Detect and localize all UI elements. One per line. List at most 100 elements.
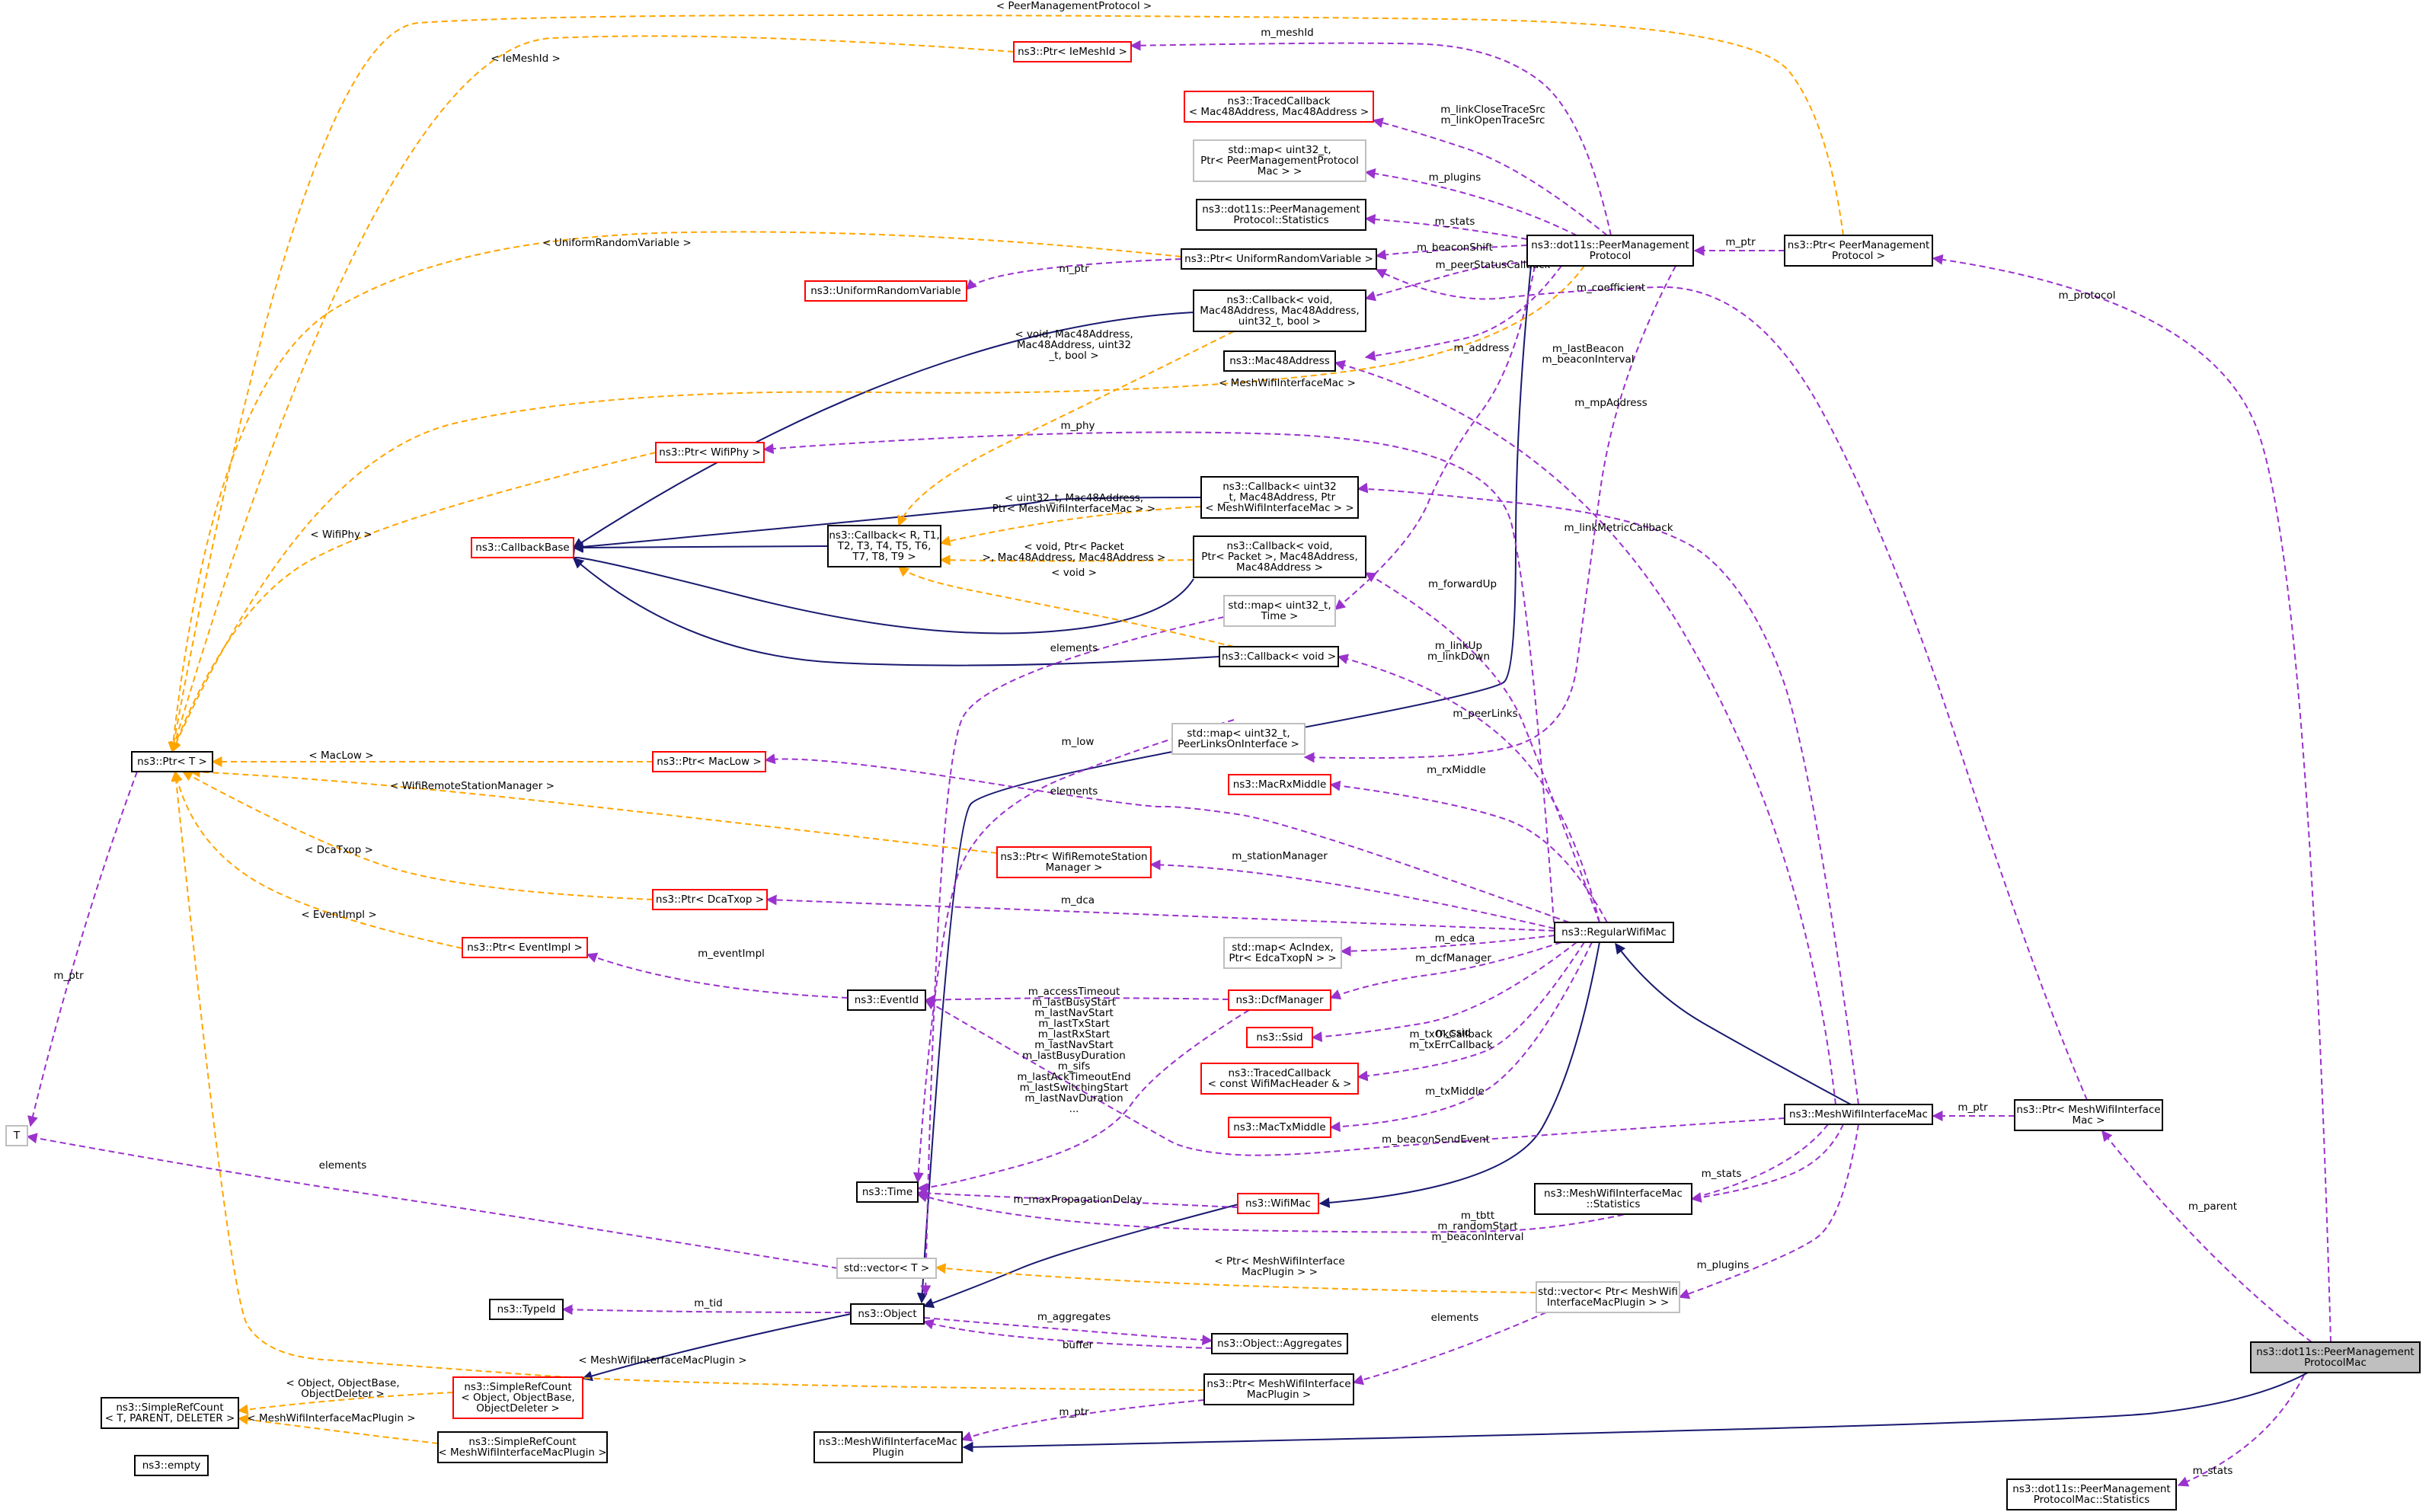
node-ptr-dcatxop[interactable]: ns3::Ptr< DcaTxop > <box>652 889 768 910</box>
node-box <box>804 280 967 302</box>
edge-labels-layer: m_statsm_parentm_protocolm_ptrm_ptrm_sta… <box>53 0 2237 1477</box>
node-empty[interactable]: ns3::empty <box>134 1455 209 1476</box>
node-traced-wifi[interactable]: ns3::TracedCallback< const WifiMacHeader… <box>1200 1063 1359 1095</box>
node-label-line: std::map< uint32_t, <box>1228 599 1331 612</box>
node-label-line: T2, T3, T4, T5, T6, <box>837 540 932 552</box>
template-edge <box>168 14 1844 753</box>
edge-label-line: < void, Mac48Address, <box>1015 328 1133 340</box>
template-edge <box>172 770 463 949</box>
node-map-plugins[interactable]: std::map< uint32_t,Ptr< PeerManagementPr… <box>1193 139 1366 182</box>
edge-label-line: m_meshId <box>1261 27 1314 39</box>
node-cbbase[interactable]: ns3::CallbackBase <box>471 537 574 558</box>
node-typeid[interactable]: ns3::TypeId <box>489 1299 564 1320</box>
node-label-line: Mac > <box>2073 1114 2105 1127</box>
usage-edge <box>1364 572 1600 923</box>
node-vecT[interactable]: std::vector< T > <box>836 1258 937 1279</box>
node-ptr-wifiphy[interactable]: ns3::Ptr< WifiPhy > <box>655 442 765 463</box>
edge-label: m_ptr <box>1725 236 1756 248</box>
node-ssid[interactable]: ns3::Ssid <box>1246 1027 1313 1048</box>
usage-edge <box>1329 941 1593 1133</box>
node-src-T[interactable]: ns3::SimpleRefCount< T, PARENT, DELETER … <box>101 1397 239 1429</box>
node-ptr-iemeshid[interactable]: ns3::Ptr< IeMeshId > <box>1013 41 1132 62</box>
node-label-line: ns3::Ptr< IeMeshId > <box>1018 46 1127 58</box>
node-cb-uint32[interactable]: ns3::Callback< uint32_t, Mac48Address, P… <box>1200 476 1359 519</box>
template-edge <box>897 331 1235 527</box>
usage-edge <box>916 1188 1238 1208</box>
edge-label-line: m_randomStart <box>1437 1220 1517 1232</box>
node-rwm[interactable]: ns3::RegularWifiMac <box>1554 922 1674 943</box>
node-traced-mac48[interactable]: ns3::TracedCallback< Mac48Address, Mac48… <box>1184 91 1374 123</box>
node-cb-void[interactable]: ns3::Callback< void > <box>1219 646 1339 667</box>
template-edge <box>897 566 1235 647</box>
edge-label-line: m_ptr <box>53 970 84 982</box>
edge-label-line: m_lastBeacon <box>1552 343 1624 355</box>
node-label: ns3::DcfManager <box>1235 994 1323 1006</box>
node-macrxmiddle[interactable]: ns3::MacRxMiddle <box>1228 774 1331 795</box>
node-uniform[interactable]: ns3::UniformRandomVariable <box>804 280 967 302</box>
node-mwim-stats[interactable]: ns3::MeshWifiInterfaceMac::Statistics <box>1534 1183 1692 1215</box>
node-label-line: < Mac48Address, Mac48Address > <box>1189 106 1369 118</box>
node-src-plugin[interactable]: ns3::SimpleRefCount< MeshWifiInterfaceMa… <box>437 1431 608 1463</box>
edge-label-line: < DcaTxop > <box>305 844 373 856</box>
edge-label: m_ptr <box>1059 1406 1089 1418</box>
edge-label: < uint32_t, Mac48Address,Ptr< MeshWifiIn… <box>992 492 1155 515</box>
node-label-line: < T, PARENT, DELETER > <box>105 1412 235 1424</box>
node-cb-void-mac[interactable]: ns3::Callback< void,Mac48Address, Mac48A… <box>1193 289 1366 332</box>
node-mactxmiddle[interactable]: ns3::MacTxMiddle <box>1228 1117 1331 1138</box>
node-box <box>1246 1027 1313 1048</box>
node-ptrT[interactable]: ns3::Ptr< T > <box>131 751 213 772</box>
usage-edge <box>764 753 1570 923</box>
node-cbR[interactable]: ns3::Callback< R, T1,T2, T3, T4, T5, T6,… <box>827 525 941 567</box>
edge-label-line: < MacLow > <box>308 750 373 762</box>
node-time[interactable]: ns3::Time <box>856 1181 919 1203</box>
node-box <box>1534 1183 1692 1215</box>
edge-label-line: elements <box>1050 642 1098 654</box>
edge-label: m_aggregates <box>1037 1311 1111 1323</box>
edge-label-line: m_stats <box>1435 216 1475 228</box>
node-label-line: ns3::TypeId <box>497 1303 556 1315</box>
edge-label-line: < IeMeshId > <box>491 53 561 65</box>
node-label: ns3::Callback< void > <box>1222 651 1336 663</box>
node-ptr-macLow[interactable]: ns3::Ptr< MacLow > <box>652 751 766 772</box>
edge-label: m_address <box>1454 342 1510 354</box>
edge-label-line: m_linkMetricCallback <box>1564 522 1673 534</box>
node-aggregates[interactable]: ns3::Object::Aggregates <box>1211 1333 1348 1354</box>
node-eventid[interactable]: ns3::EventId <box>847 989 926 1011</box>
node-map-peerlinks[interactable]: std::map< uint32_t,PeerLinksOnInterface … <box>1171 723 1306 755</box>
edge-label: elements <box>1050 642 1098 654</box>
node-cb-void-pkt[interactable]: ns3::Callback< void,Ptr< Packet >, Mac48… <box>1193 535 1366 578</box>
node-wifimac[interactable]: ns3::WifiMac <box>1237 1193 1319 1214</box>
inherit-edge <box>572 558 1220 666</box>
node-label-line: Mac48Address, Mac48Address, <box>1200 305 1359 317</box>
node-box <box>652 751 766 772</box>
edge-label-line: < MeshWifiInterfaceMac > <box>1219 377 1356 389</box>
node-T[interactable]: T <box>5 1125 28 1146</box>
node-map-time[interactable]: std::map< uint32_t,Time > <box>1223 595 1336 627</box>
node-mac48[interactable]: ns3::Mac48Address <box>1223 350 1336 372</box>
node-dcf[interactable]: ns3::DcfManager <box>1228 989 1331 1011</box>
node-ptr-uniform[interactable]: ns3::Ptr< UniformRandomVariable > <box>1181 248 1377 270</box>
node-box <box>1228 989 1331 1011</box>
node-mwim[interactable]: ns3::MeshWifiInterfaceMac <box>1784 1104 1933 1125</box>
edge-label: < EventImpl > <box>301 909 376 921</box>
edge-label-line: m_plugins <box>1429 171 1481 184</box>
node-src-obj[interactable]: ns3::SimpleRefCount< Object, ObjectBase,… <box>452 1376 583 1419</box>
node-object[interactable]: ns3::Object <box>850 1303 925 1325</box>
node-ptr-eventimpl[interactable]: ns3::Ptr< EventImpl > <box>462 937 588 958</box>
node-map-edca[interactable]: std::map< AcIndex,Ptr< EdcaTxopN > > <box>1223 937 1342 969</box>
node-box <box>489 1299 564 1320</box>
